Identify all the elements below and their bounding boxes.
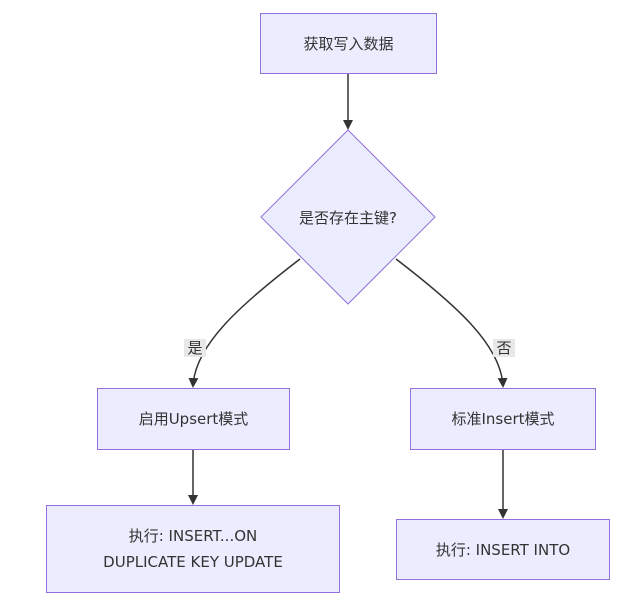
upsert-mode-node: 启用Upsert模式 <box>97 388 290 450</box>
upsert-mode-label: 启用Upsert模式 <box>138 410 249 428</box>
insert-exec-node: 执行: INSERT INTO <box>396 519 610 580</box>
edge-decision-to-upsert <box>188 258 301 388</box>
insert-mode-label: 标准Insert模式 <box>451 410 555 428</box>
start-node-label: 获取写入数据 <box>303 34 394 53</box>
insert-exec-label: 执行: INSERT INTO <box>435 540 571 559</box>
upsert-exec-line1: 执行: INSERT...ON <box>128 527 258 545</box>
edge-decision-to-insert <box>395 258 508 388</box>
edge-label-no: 否 <box>493 339 515 357</box>
decision-diamond <box>260 129 436 305</box>
upsert-exec-line2: DUPLICATE KEY UPDATE <box>103 553 283 571</box>
decision-node-label-wrap: 是否存在主键? <box>262 205 434 229</box>
edge-label-yes-text: 是 <box>187 339 203 357</box>
edge-label-yes: 是 <box>184 339 206 357</box>
upsert-exec-node: 执行: INSERT...ON DUPLICATE KEY UPDATE <box>46 505 340 593</box>
start-node: 获取写入数据 <box>260 13 437 74</box>
decision-node-label: 是否存在主键? <box>299 208 397 227</box>
edge-label-no-text: 否 <box>496 339 512 357</box>
insert-mode-node: 标准Insert模式 <box>410 388 596 450</box>
